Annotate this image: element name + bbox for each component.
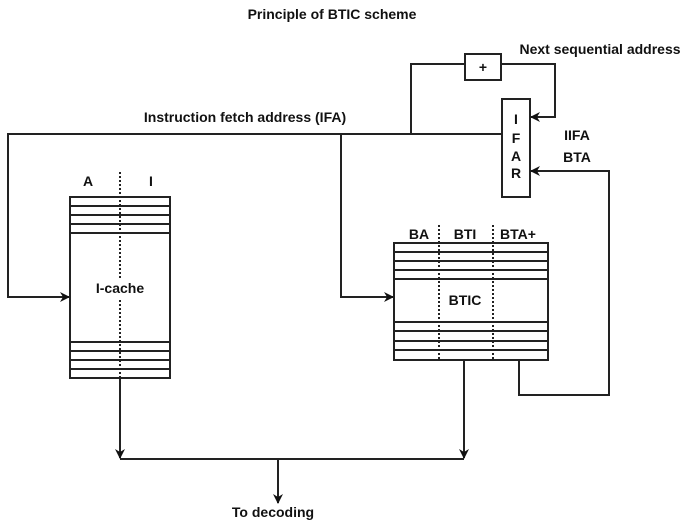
ifar-register xyxy=(501,98,531,198)
ifar-letter-r: R xyxy=(511,165,521,181)
icache-label: I-cache xyxy=(96,280,144,296)
adder-box xyxy=(464,53,502,81)
to-decoding-label: To decoding xyxy=(232,504,314,520)
ifar-letter-f: F xyxy=(512,130,521,146)
icache-box xyxy=(69,196,171,379)
btic-column-bti: BTI xyxy=(454,226,477,242)
bta-label: BTA xyxy=(563,149,591,165)
btic-column-bta-plus: BTA+ xyxy=(500,226,536,242)
adder-to-ifar-line xyxy=(501,63,556,122)
next-sequential-label: Next sequential address xyxy=(519,41,680,57)
icache-column-i: I xyxy=(149,173,153,189)
iifa-label: IIFA xyxy=(564,127,590,143)
ifa-to-adder-line xyxy=(410,63,465,134)
ifa-to-icache-line xyxy=(7,133,503,302)
icache-block: A I I-cache xyxy=(69,172,171,379)
ifa-label: Instruction fetch address (IFA) xyxy=(144,109,346,125)
ifar-letter-a: A xyxy=(511,148,521,164)
btic-block: BA BTI BTA+ BTIC xyxy=(393,225,549,361)
btic-column-ba: BA xyxy=(409,226,429,242)
diagram-title: Principle of BTIC scheme xyxy=(248,6,417,22)
adder-label: + xyxy=(479,59,487,75)
btic-label: BTIC xyxy=(449,292,482,308)
icache-column-a: A xyxy=(83,173,93,189)
ifar-letter-i: I xyxy=(514,111,518,127)
ifa-to-btic-line xyxy=(340,134,394,302)
bta-feedback-line xyxy=(518,166,610,396)
